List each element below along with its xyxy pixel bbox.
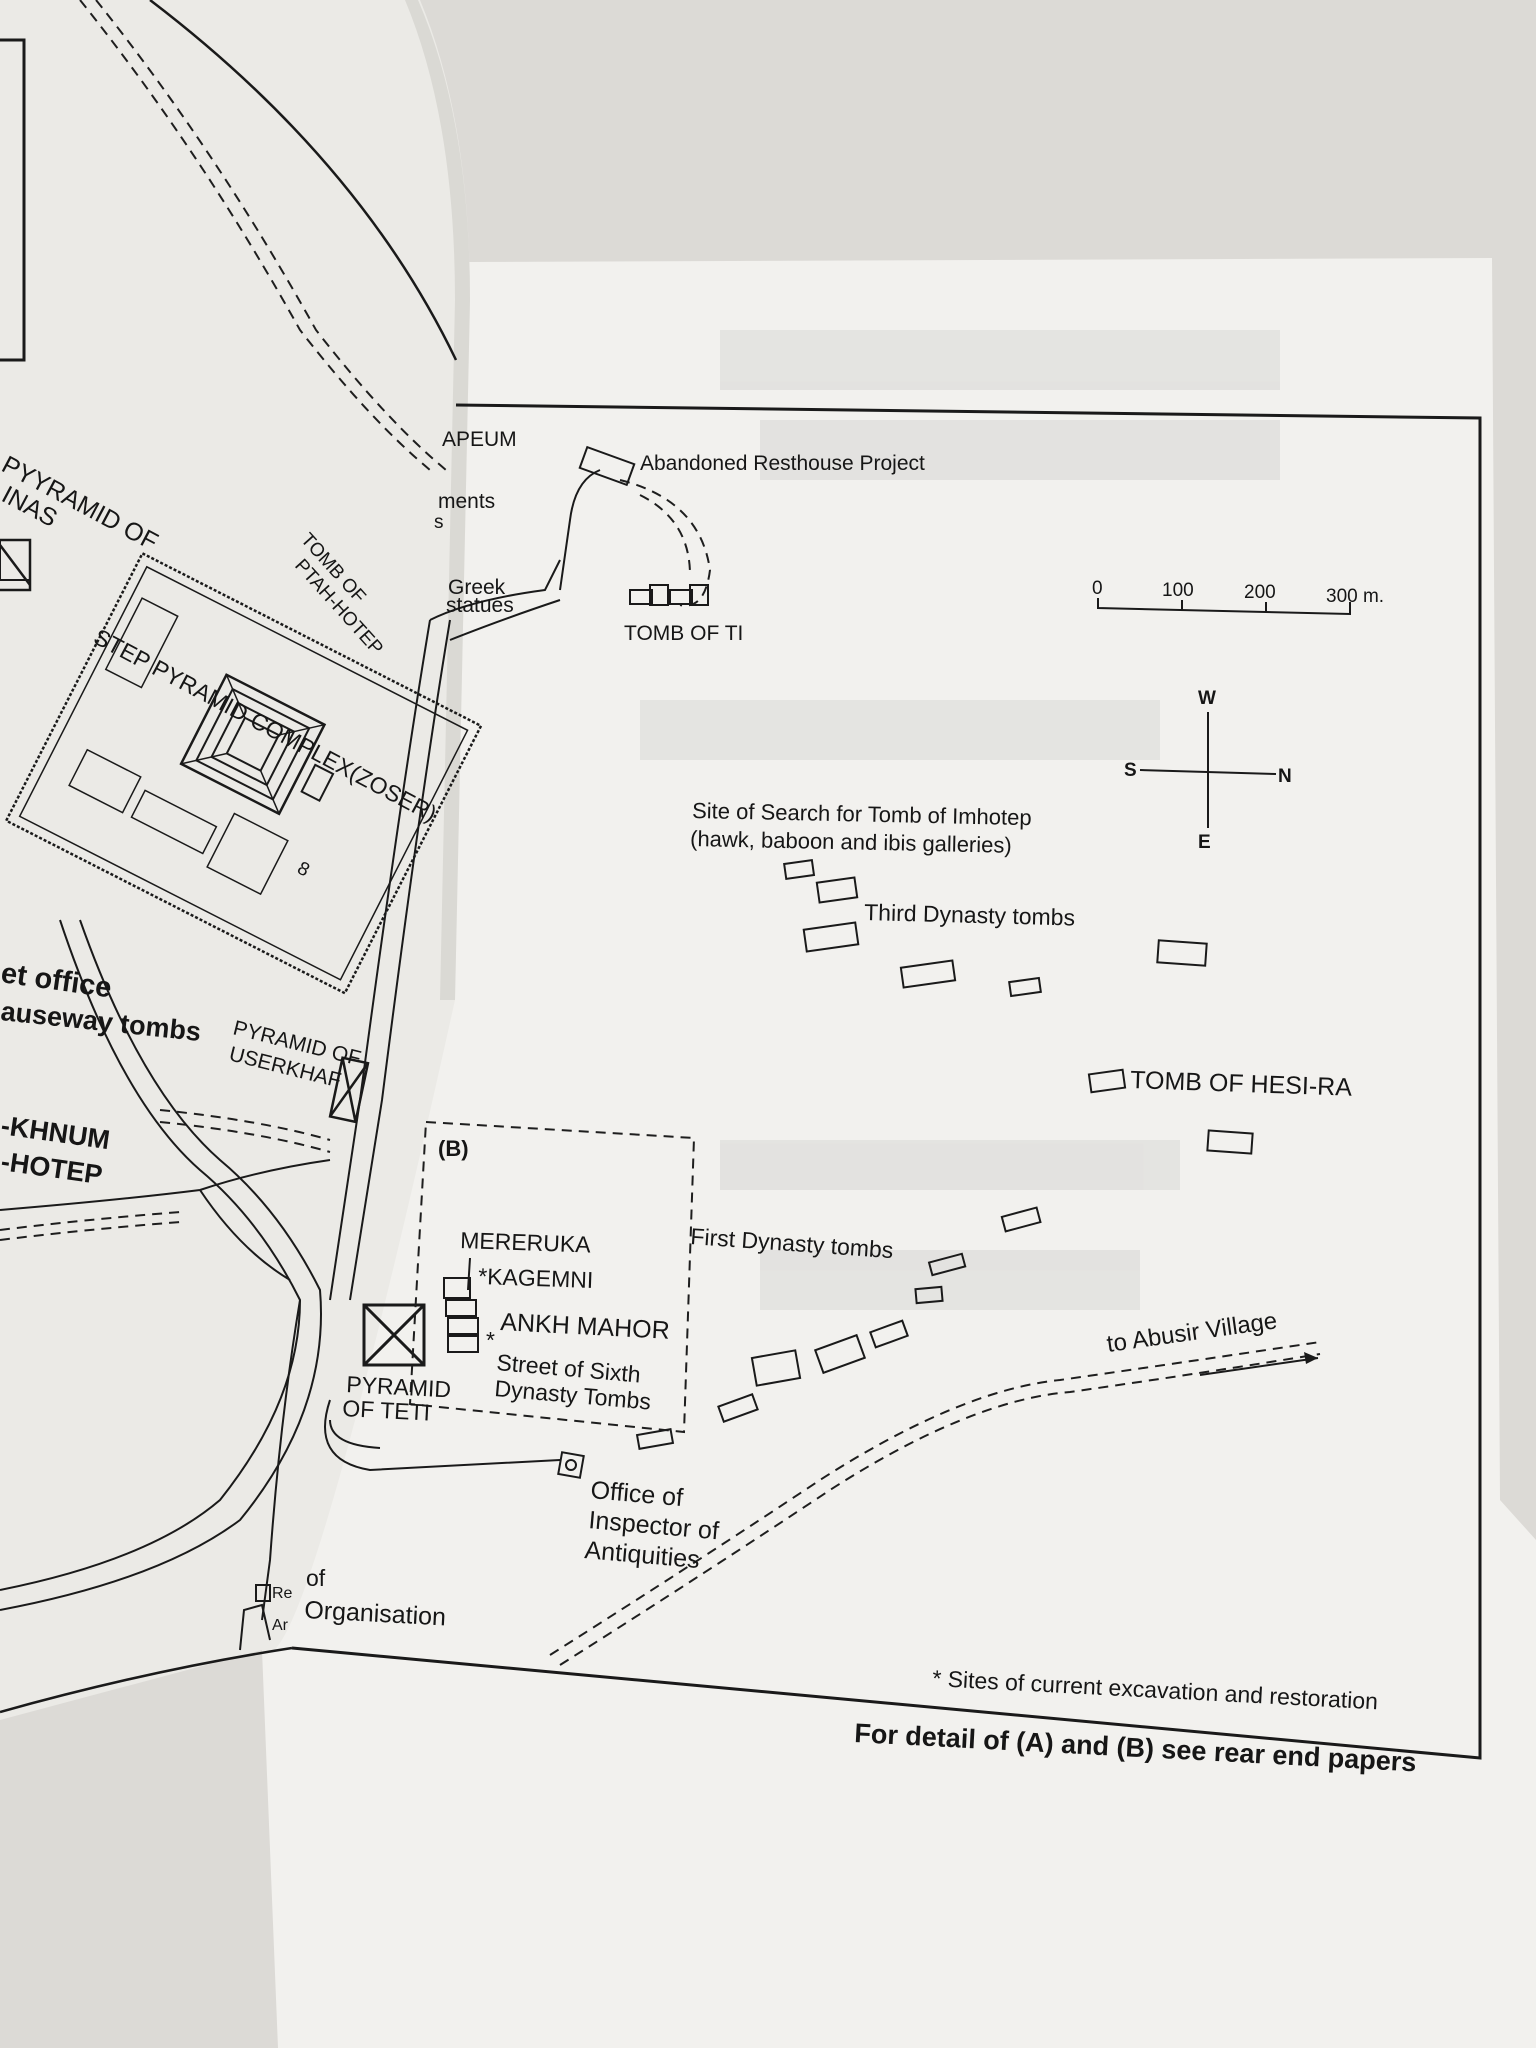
scale-tick-100: 100: [1162, 580, 1194, 601]
label-tomb-of-ti: TOMB OF TI: [624, 622, 743, 645]
label-detail-b: (B): [438, 1136, 469, 1161]
label-pyramid-teti-1: PYRAMID: [346, 1371, 452, 1402]
tomb-markers: [0, 445, 1254, 1451]
scale-bar: 0 100 200 300 m.: [1092, 578, 1384, 616]
label-abandoned-resthouse: Abandoned Resthouse Project: [640, 452, 925, 475]
label-frag-ar: Ar: [272, 1617, 289, 1634]
label-ments-s: s: [434, 512, 444, 533]
label-greek: Greek: [448, 576, 506, 599]
pyramid-of-userkhaf-marker: [328, 1056, 370, 1124]
left-page-shadow: [405, 0, 470, 1000]
right-page: [262, 258, 1536, 2048]
compass-east: E: [1198, 832, 1211, 853]
compass-north: N: [1278, 766, 1292, 787]
label-mereruka: MERERUKA: [460, 1227, 592, 1258]
scale-tick-0: 0: [1092, 578, 1103, 599]
map-frame: [291, 403, 1482, 1760]
office-marker: [557, 1451, 585, 1479]
label-kagemni: *KAGEMNI: [478, 1263, 594, 1293]
label-third-dynasty: Third Dynasty tombs: [864, 899, 1076, 931]
step-pyramid-complex: [4, 551, 483, 995]
label-statues: statues: [446, 594, 514, 617]
pyramid-of-unas-marker: [0, 538, 32, 592]
scale-tick-300: 300 m.: [1326, 586, 1384, 607]
compass-south: S: [1124, 760, 1137, 781]
left-page-frame: [149, 0, 458, 361]
label-apeum: APEUM: [442, 428, 517, 451]
label-pyramid-teti-2: OF TETI: [342, 1395, 431, 1426]
detail-b-box: [408, 1120, 696, 1434]
mereruka-complex-marker: [443, 1257, 479, 1353]
compass: W S N E: [1124, 688, 1292, 853]
left-page-bottom-frame: [0, 1646, 293, 1714]
label-ments: ments: [438, 490, 495, 513]
label-org-of: of: [306, 1565, 326, 1591]
roads: [0, 0, 1321, 1666]
pyramid-of-teti-marker: [362, 1303, 426, 1367]
area-a-frame: [0, 38, 26, 362]
label-street-star: *: [486, 1327, 495, 1353]
organisation-marker: [239, 1584, 271, 1651]
label-frag-re: Re: [272, 1585, 293, 1602]
scale-tick-200: 200: [1244, 582, 1276, 603]
compass-west: W: [1198, 688, 1216, 709]
showthrough-text: [640, 330, 1280, 1310]
